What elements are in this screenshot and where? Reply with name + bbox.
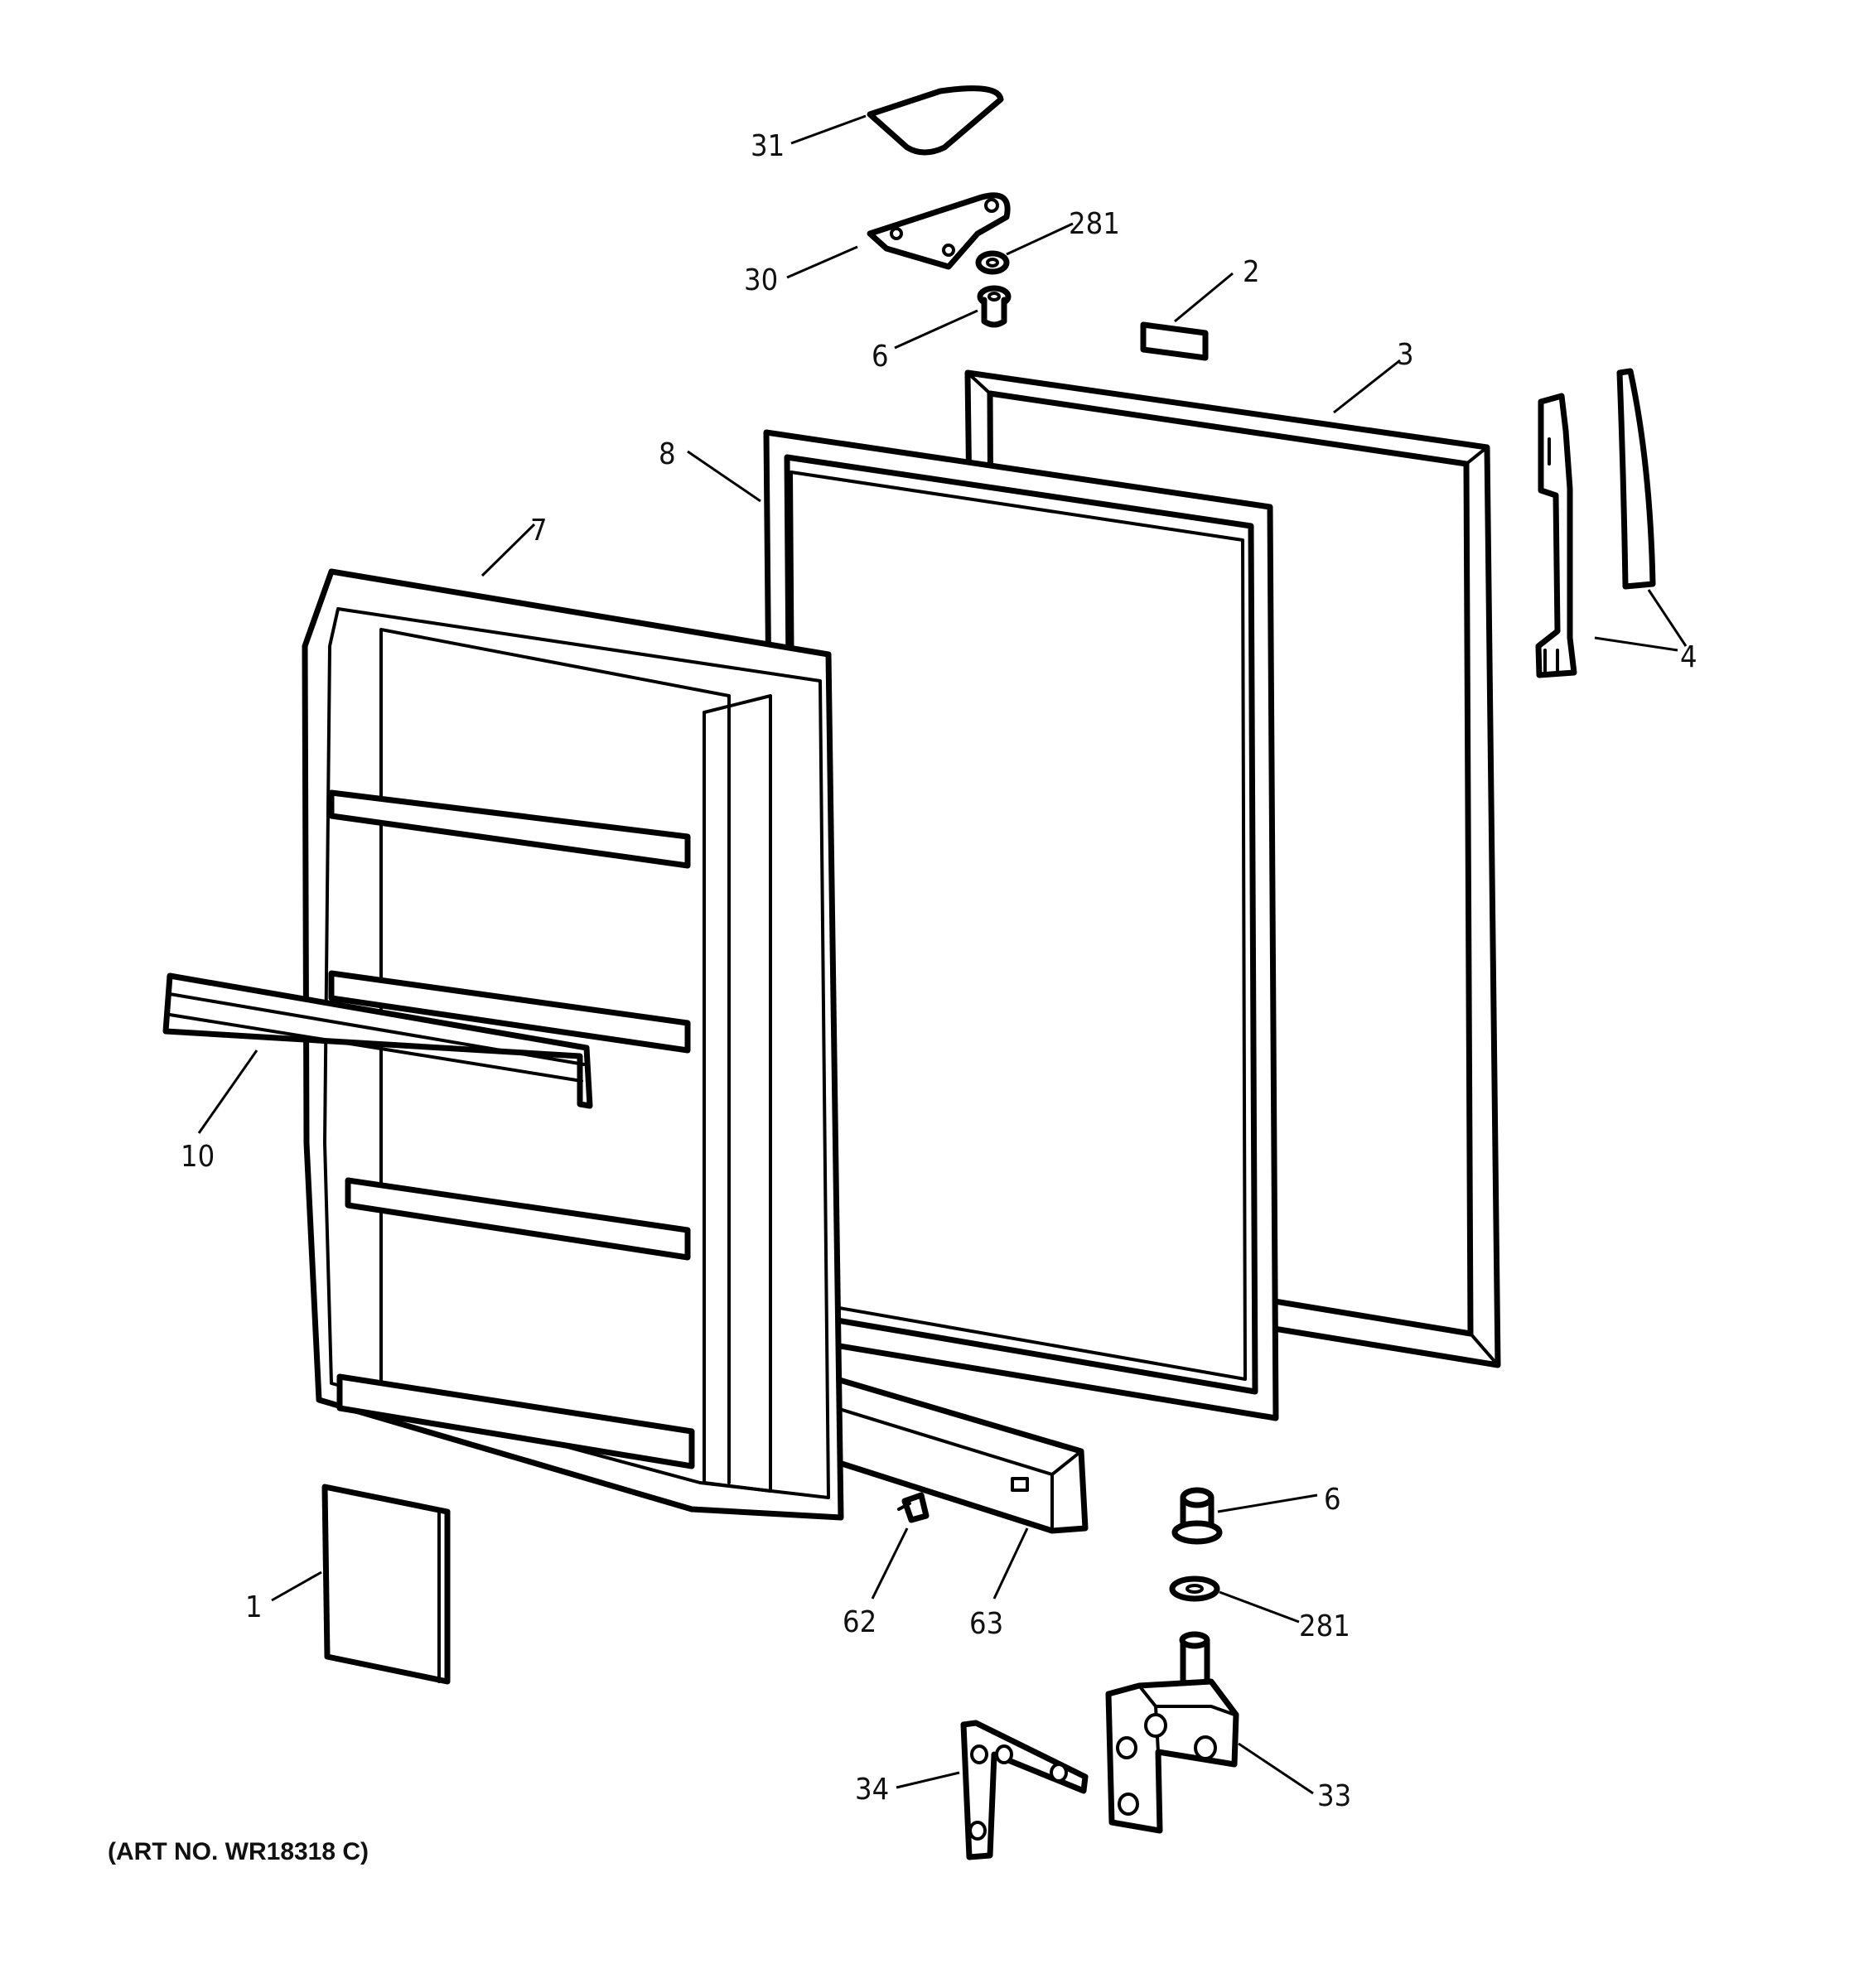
part-31-hinge-cover	[867, 85, 1004, 156]
art-number-caption: (ART NO. WR18318 C)	[108, 1838, 369, 1865]
part-10-door-bar	[162, 972, 593, 1109]
leader-8	[687, 450, 761, 503]
leader-281-top	[1006, 222, 1074, 256]
leader-4b	[1647, 589, 1688, 647]
leader-31	[790, 114, 867, 145]
part-30-top-hinge	[867, 192, 1011, 270]
part-62-clip	[897, 1492, 930, 1523]
leader-34	[896, 1771, 960, 1789]
label-7: 7	[530, 514, 548, 548]
leader-2	[1174, 272, 1234, 323]
leader-30	[786, 245, 858, 279]
part-6-top-bushing	[977, 285, 1012, 328]
label-62: 62	[843, 1605, 876, 1639]
label-2: 2	[1243, 255, 1260, 289]
part-1-manual	[321, 1484, 451, 1685]
leader-6-top	[894, 309, 978, 350]
part-281-bottom-washer	[1169, 1575, 1220, 1602]
part-281-top-washer	[975, 250, 1010, 275]
leader-10	[197, 1049, 258, 1134]
part-4-handle-insert	[1616, 368, 1656, 590]
leader-7	[480, 523, 536, 577]
liner-shelf-bottom	[336, 1373, 695, 1469]
liner-shelf-middle	[328, 970, 691, 1054]
part-8-gasket	[763, 429, 1279, 1421]
label-30: 30	[744, 263, 778, 297]
label-6-bottom: 6	[1324, 1483, 1341, 1517]
liner-shelf-lower	[345, 1177, 691, 1261]
label-281-bottom: 281	[1299, 1609, 1350, 1643]
leader-62	[871, 1527, 909, 1600]
leader-281-bottom	[1219, 1590, 1300, 1624]
label-4: 4	[1680, 640, 1697, 674]
label-8: 8	[659, 437, 676, 471]
part-4-handle	[1535, 393, 1577, 678]
leader-6-bottom	[1217, 1493, 1318, 1513]
leader-33	[1238, 1742, 1314, 1795]
liner-shelf-top	[328, 789, 691, 869]
label-31: 31	[751, 129, 785, 163]
leader-3	[1333, 359, 1401, 414]
part-34-hinge-shim	[960, 1720, 1089, 1860]
leader-4a	[1594, 636, 1678, 652]
label-281-top: 281	[1069, 207, 1120, 241]
leader-63	[992, 1527, 1029, 1600]
label-6-top: 6	[872, 340, 889, 374]
label-3: 3	[1397, 338, 1414, 372]
label-10: 10	[181, 1140, 215, 1174]
part-6-bottom-bushing	[1171, 1487, 1223, 1545]
label-1: 1	[245, 1590, 263, 1624]
callout-labels: 31 30 281 2 6 3 8 7 4 10 6 281 1 62 63 3…	[108, 129, 1697, 1865]
label-33: 33	[1317, 1779, 1351, 1813]
part-2-door-plug	[1140, 321, 1209, 361]
label-63: 63	[969, 1607, 1003, 1641]
label-34: 34	[855, 1773, 889, 1807]
leader-lines	[197, 114, 1688, 1795]
part-33-bottom-hinge	[1105, 1631, 1239, 1834]
leader-1	[271, 1571, 322, 1602]
part-63-bottom-rail	[833, 1376, 1089, 1534]
